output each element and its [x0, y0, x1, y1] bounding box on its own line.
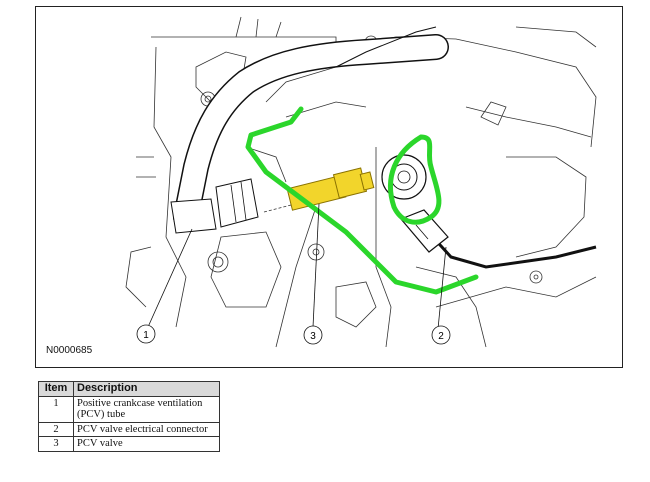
legend-row: 1 Positive crankcase ventilation (PCV) t… [38, 395, 220, 423]
legend-header-row: Item Description [38, 381, 220, 397]
legend-row: 2 PCV valve electrical connector [38, 421, 220, 437]
legend-item-description: PCV valve electrical connector [73, 421, 220, 437]
callout-2-label: 2 [438, 331, 444, 342]
engine-linework [125, 16, 597, 348]
pcv-tube [170, 26, 449, 234]
diagram-frame: 1 3 2 N0000685 [35, 6, 623, 368]
callout-2 [431, 325, 451, 345]
legend-header-description: Description [73, 381, 220, 397]
highlight-outline [245, 106, 479, 295]
legend-item-number: 2 [38, 421, 74, 437]
legend-item-number: 3 [38, 436, 74, 452]
legend-item-description: PCV valve [73, 436, 220, 452]
engine-illustration: 1 3 2 [125, 16, 597, 348]
callouts: 1 3 2 [136, 203, 451, 345]
legend-item-description: Positive crankcase ventilation (PCV) tub… [73, 395, 220, 423]
callout-3 [303, 325, 323, 345]
callout-1 [136, 324, 156, 344]
legend-row: 3 PCV valve [38, 436, 220, 452]
callout-1-label: 1 [143, 330, 149, 341]
callout-3-label: 3 [310, 331, 316, 342]
legend-header-item: Item [38, 381, 74, 397]
legend-item-number: 1 [38, 395, 74, 423]
legend-table: Item Description 1 Positive crankcase ve… [38, 381, 220, 452]
figure-id: N0000685 [46, 345, 93, 356]
